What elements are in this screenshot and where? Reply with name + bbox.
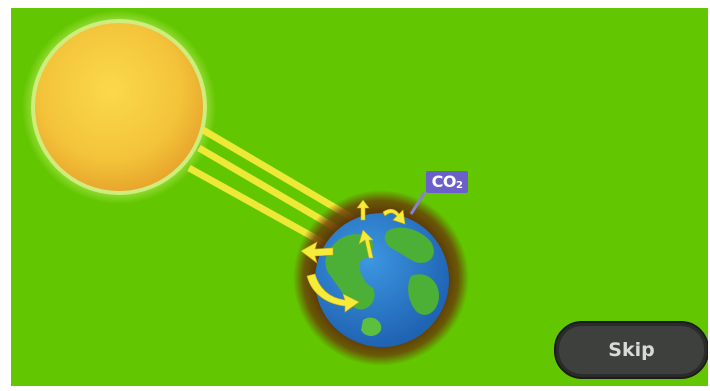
co2-label-main: CO bbox=[431, 172, 457, 191]
skip-button-label: Skip bbox=[608, 339, 655, 361]
co2-label-subscript: 2 bbox=[455, 180, 463, 191]
co2-label: CO2 bbox=[426, 171, 468, 193]
sun-icon bbox=[22, 10, 216, 204]
co2-pointer bbox=[409, 191, 427, 215]
earth-icon bbox=[315, 213, 449, 347]
greenhouse-scene: CO2 Skip bbox=[11, 8, 708, 386]
scene-illustration bbox=[22, 10, 469, 366]
heat-arrows bbox=[300, 199, 406, 313]
skip-button[interactable]: Skip bbox=[554, 321, 708, 379]
